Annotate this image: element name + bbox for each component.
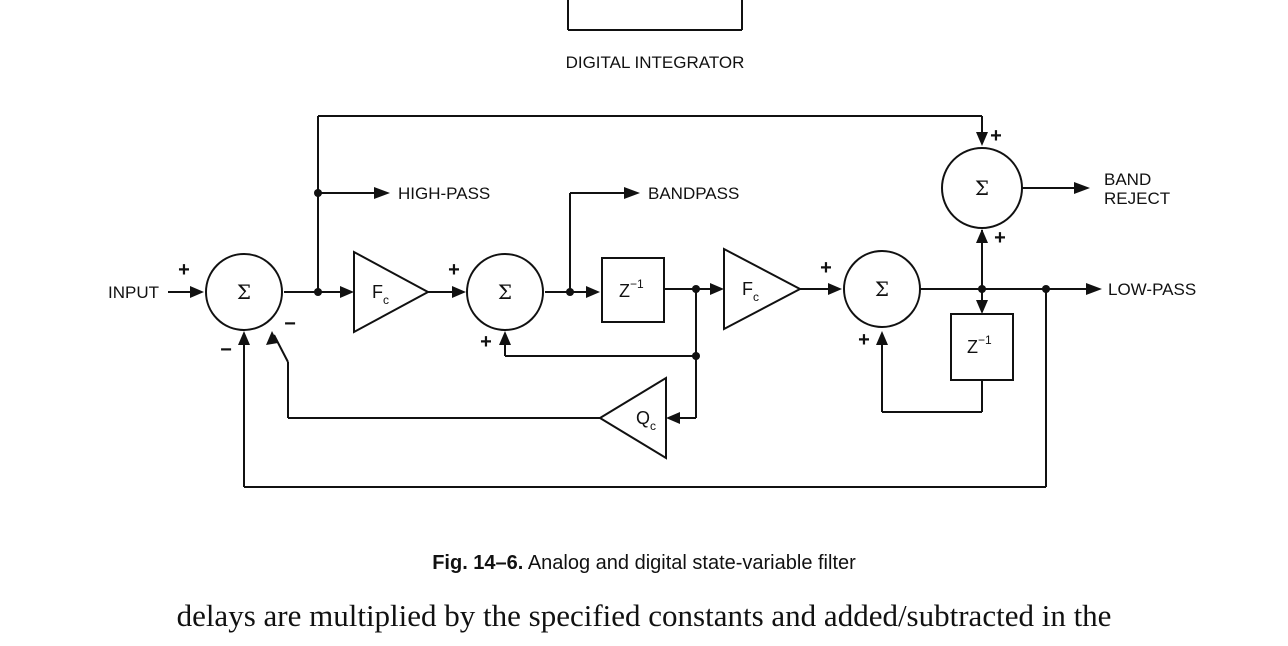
input-label: INPUT bbox=[108, 283, 159, 302]
sign-plus: + bbox=[990, 125, 1002, 147]
high-pass-label: HIGH-PASS bbox=[398, 184, 490, 203]
gain-label: F bbox=[372, 282, 383, 302]
arrowheads bbox=[190, 132, 1102, 424]
gain-block-fc-2: Fc bbox=[723, 247, 803, 331]
delay-block-2: Z−1 bbox=[950, 313, 1014, 381]
sign-minus: − bbox=[284, 313, 296, 335]
sign-plus: + bbox=[178, 259, 190, 281]
body-text: delays are multiplied by the specified c… bbox=[176, 598, 1112, 633]
summing-junction-lowpass: Σ bbox=[843, 250, 921, 328]
gain-subscript: c bbox=[650, 419, 656, 433]
junction-dots bbox=[314, 189, 1050, 360]
sign-plus: + bbox=[994, 227, 1006, 249]
sum-symbol: Σ bbox=[237, 280, 251, 304]
delay-label: Z bbox=[619, 281, 630, 301]
gain-label: Q bbox=[636, 408, 650, 428]
band-reject-label-line2: REJECT bbox=[1104, 189, 1170, 208]
gain-block-fc-1: Fc bbox=[353, 250, 431, 334]
svg-text:Fc: Fc bbox=[372, 282, 389, 307]
junction-signs: + − − + + + + + + bbox=[178, 125, 1006, 361]
delay-block-1: Z−1 bbox=[601, 257, 665, 323]
integrator-caption: DIGITAL INTEGRATOR bbox=[566, 53, 745, 72]
sum-symbol: Σ bbox=[498, 280, 512, 304]
svg-text:Fc: Fc bbox=[742, 279, 759, 304]
delay-label: Z bbox=[967, 337, 978, 357]
figure-caption-text: Analog and digital state-variable filter bbox=[527, 552, 856, 574]
sum-symbol: Σ bbox=[975, 176, 989, 200]
sign-minus: − bbox=[220, 339, 232, 361]
sum-symbol: Σ bbox=[875, 277, 889, 301]
svg-text:Z−1: Z−1 bbox=[967, 333, 992, 357]
figure-number: Fig. 14–6. bbox=[432, 552, 524, 574]
gain-block-qc: Qc bbox=[598, 376, 667, 460]
svg-text:Z−1: Z−1 bbox=[619, 277, 644, 301]
delay-exponent: −1 bbox=[978, 333, 992, 347]
delay-exponent: −1 bbox=[630, 277, 644, 291]
summing-junction-bandreject: Σ bbox=[941, 147, 1023, 229]
bandpass-label: BANDPASS bbox=[648, 184, 739, 203]
sign-plus: + bbox=[858, 329, 870, 351]
sign-plus: + bbox=[820, 257, 832, 279]
gain-label: F bbox=[742, 279, 753, 299]
sign-plus: + bbox=[480, 331, 492, 353]
summing-junction-input: Σ bbox=[205, 253, 283, 331]
svg-text:Qc: Qc bbox=[636, 408, 656, 433]
band-reject-label-line1: BAND bbox=[1104, 170, 1151, 189]
integrator-remnant bbox=[567, 0, 743, 31]
figure-caption: Fig. 14–6. Analog and digital state-vari… bbox=[0, 552, 1288, 575]
low-pass-label: LOW-PASS bbox=[1108, 280, 1196, 299]
sign-plus: + bbox=[448, 259, 460, 281]
gain-subscript: c bbox=[753, 290, 759, 304]
gain-subscript: c bbox=[383, 293, 389, 307]
summing-junction-bandpass: Σ bbox=[466, 253, 544, 331]
